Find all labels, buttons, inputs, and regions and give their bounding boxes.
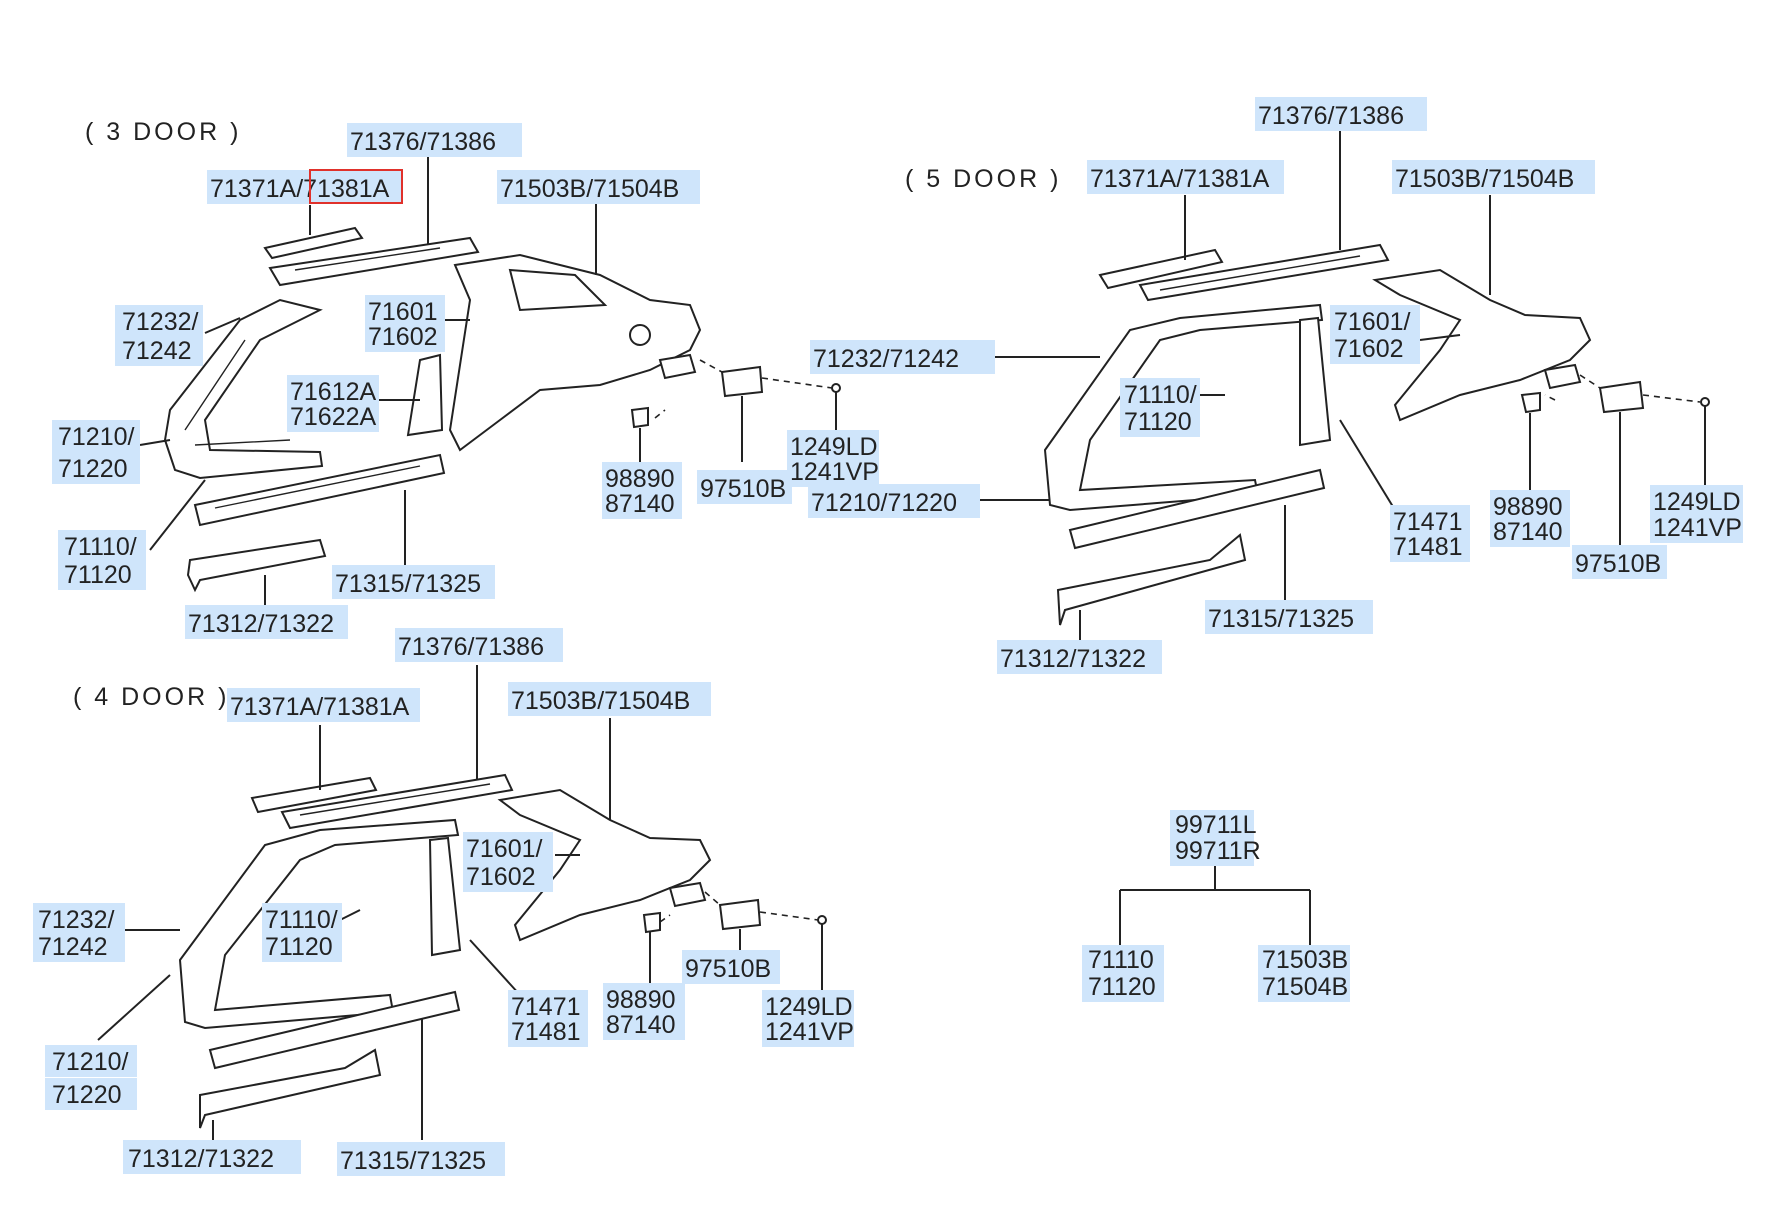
roof-rail-front-part (263, 226, 364, 260)
drawing-5-door (1043, 243, 1710, 626)
label-quarter-outer: 71503B/71504B (511, 687, 690, 715)
label-a-pillar-1: 71232/ (38, 906, 115, 934)
label-bumper-bracket-2: 87140 (1493, 518, 1563, 546)
header-4-door: ( 4 DOOR ) (73, 683, 229, 711)
highlight-box (309, 169, 403, 204)
label-cowl-1: 71210/ (52, 1048, 129, 1076)
drawing-4-door (178, 773, 827, 1129)
quarter-window (508, 268, 608, 312)
label-a-pillar: 71232/71242 (813, 345, 959, 373)
center-pillar-part (1299, 316, 1332, 447)
label-side-panel-2: 71120 (265, 933, 333, 961)
legend-root-1: 99711L (1175, 811, 1257, 839)
label-screw-2: 1241VP (790, 458, 879, 486)
label-cowl-2: 71220 (58, 455, 128, 483)
label-sill-inner: 71312/71322 (188, 610, 334, 638)
roof-rail-front-part (250, 776, 378, 814)
sill-inner-part (199, 1048, 382, 1129)
label-quarter-inner-2: 71602 (1334, 335, 1404, 363)
label-cowl-1: 71210/ (58, 423, 135, 451)
section-5-door: ( 5 DOOR ) (808, 97, 1743, 674)
label-screw-2: 1241VP (1653, 514, 1742, 542)
center-pillar-part (428, 836, 462, 957)
sill-outer-part (193, 453, 446, 527)
legend-left-1: 71110 (1088, 946, 1154, 974)
bumper-bracket-part (1520, 391, 1541, 414)
label-vent: 97510B (700, 475, 786, 503)
label-sill-outer: 71315/71325 (1208, 605, 1354, 633)
label-sill-inner: 71312/71322 (128, 1145, 274, 1173)
label-quarter-inner-2: 71602 (466, 863, 536, 891)
header-5-door: ( 5 DOOR ) (905, 165, 1061, 193)
bumper-bracket-part (642, 911, 661, 934)
label-a-pillar-1: 71232/ (122, 308, 199, 336)
label-side-panel-1: 71110/ (1124, 381, 1197, 409)
bumper-bracket-part (630, 406, 649, 429)
label-b-pillar-inner-2: 71622A (290, 403, 377, 431)
b-pillar-inner-part (406, 353, 444, 437)
legend-tree: 99711L 99711R 71110 71120 71503B 71504B (1082, 810, 1350, 1002)
label-side-panel-2: 71120 (1124, 408, 1192, 436)
label-roof-rail-upper: 71376/71386 (398, 633, 544, 661)
label-roof-rail-front: 71371A/71381A (210, 175, 390, 203)
header-3-door: ( 3 DOOR ) (85, 118, 241, 146)
label-quarter-inner-1: 71601/ (1334, 308, 1411, 336)
roof-rail-front-part (1098, 248, 1224, 290)
label-roof-rail-upper: 71376/71386 (1258, 102, 1404, 130)
sill-inner-part (186, 538, 327, 593)
vent-part (718, 898, 762, 931)
drawing-3-door (163, 226, 841, 593)
roof-rail-upper-part (280, 773, 514, 830)
legend-right-2: 71504B (1262, 973, 1348, 1001)
quarter-panel-part (448, 253, 702, 452)
label-side-panel-1: 71110/ (64, 533, 137, 561)
label-a-pillar-2: 71242 (38, 933, 108, 961)
vent-part (1598, 380, 1645, 414)
legend-left-2: 71120 (1088, 973, 1156, 1001)
label-screw-2: 1241VP (765, 1018, 854, 1046)
label-side-panel-1: 71110/ (265, 906, 338, 934)
sill-outer-part (1068, 468, 1326, 550)
label-quarter-outer: 71503B/71504B (500, 175, 679, 203)
label-quarter-outer: 71503B/71504B (1395, 165, 1574, 193)
label-a-pillar-2: 71242 (122, 337, 192, 365)
label-cowl: 71210/71220 (811, 489, 957, 517)
legend-right-1: 71503B (1262, 946, 1348, 974)
vent-part (720, 365, 764, 398)
label-roof-rail-front: 71371A/71381A (230, 693, 410, 721)
legend-root-2: 99711R (1175, 837, 1261, 865)
label-quarter-inner-2: 71602 (368, 323, 438, 351)
label-quarter-inner-1: 71601/ (466, 835, 543, 863)
label-cowl-2: 71220 (52, 1081, 122, 1109)
quarter-panel-part (1372, 268, 1592, 422)
label-roof-rail-front: 71371A/71381A (1090, 165, 1270, 193)
label-vent: 97510B (1575, 550, 1661, 578)
label-bumper-bracket-2: 87140 (606, 1011, 676, 1039)
screw-part (817, 915, 827, 925)
label-center-pillar-2: 71481 (1393, 533, 1463, 561)
sill-outer-part (208, 990, 461, 1070)
sill-inner-part (1056, 533, 1247, 626)
section-4-door: ( 4 DOOR ) (33, 628, 854, 1176)
label-sill-outer: 71315/71325 (340, 1147, 486, 1175)
label-center-pillar-2: 71481 (511, 1018, 581, 1046)
screw-part (1700, 397, 1710, 407)
label-bumper-bracket-2: 87140 (605, 490, 675, 518)
label-vent: 97510B (685, 955, 771, 983)
label-side-panel-2: 71120 (64, 561, 132, 589)
label-sill-inner: 71312/71322 (1000, 645, 1146, 673)
side-panel-part (163, 298, 324, 480)
quarter-panel-part (497, 788, 712, 942)
label-roof-rail-upper: 71376/71386 (350, 128, 496, 156)
screw-part (831, 383, 841, 393)
section-3-door: ( 3 DOOR ) (52, 118, 879, 639)
label-sill-outer: 71315/71325 (335, 570, 481, 598)
